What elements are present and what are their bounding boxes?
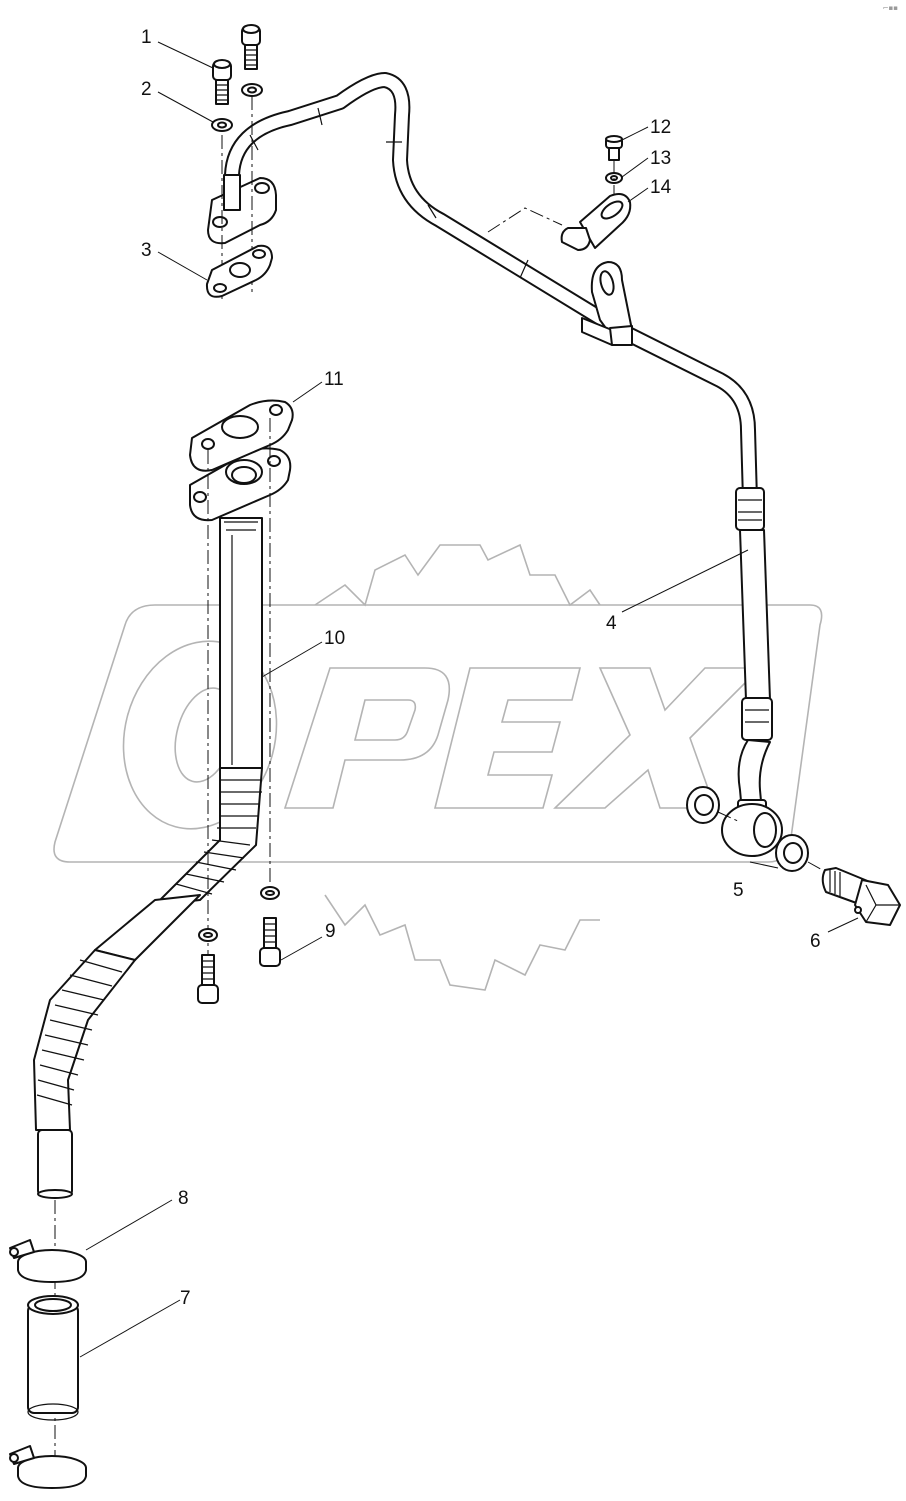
part-9-washer[interactable] [260,886,280,900]
part-12-hex-bolt[interactable] [605,135,623,161]
callout-2: 2 [141,79,152,100]
callout-11: 11 [324,369,344,390]
centerline-clip-to-pipe [487,207,563,233]
part-1-cap-screw[interactable] [212,59,232,105]
part-8-hose-clamp-second[interactable] [9,1445,87,1489]
part-2-lock-washer-second[interactable] [241,83,263,97]
watermark-letter-p [283,667,450,809]
callout-1: 1 [141,27,152,48]
callout-labels: 1 2 3 4 5 6 7 8 9 10 11 12 13 14 [141,27,821,1309]
part-5-sealing-washer-second[interactable] [775,834,809,872]
pipe-bracket [581,261,633,346]
watermark-letter-o [122,640,278,830]
oil-drain-pipe[interactable] [33,447,292,1199]
callout-4: 4 [606,613,617,634]
part-9-cap-screw[interactable] [259,917,281,967]
callout-7: 7 [180,1288,191,1309]
part-8-hose-clamp[interactable] [9,1239,87,1283]
watermark-banner [53,604,823,863]
leader-lines [79,41,859,1358]
callout-10: 10 [324,628,345,649]
callout-8: 8 [178,1188,189,1209]
callout-6: 6 [810,931,821,952]
part-7-hose-sleeve[interactable] [27,1295,79,1421]
callout-9: 9 [325,921,336,942]
part-9-cap-screw-second[interactable] [197,954,219,1004]
part-11-flange-gasket[interactable] [189,399,294,472]
part-3-flange-gasket[interactable] [205,244,273,298]
part-5-sealing-washer[interactable] [686,786,720,824]
callout-3: 3 [141,240,152,261]
watermark-letter-e [433,667,582,809]
part-6-banjo-bolt[interactable] [821,867,901,926]
hose-fitting-upper [735,487,765,531]
callout-5: 5 [733,880,744,901]
callout-13: 13 [650,148,671,169]
centerline-banjo [717,811,827,873]
part-2-lock-washer[interactable] [211,118,233,132]
part-9-washer-second[interactable] [198,928,218,942]
centerline-lower [207,418,271,1000]
part-1-cap-screw-second[interactable] [241,24,261,70]
oil-supply-pipe[interactable] [224,72,783,857]
corner-mark: ⌐▪▪ [882,4,898,12]
callout-14: 14 [650,177,672,198]
watermark-gear-outline [314,543,601,991]
watermark-letter-x [553,667,762,809]
upper-pipe-flange [207,174,277,245]
hose-fitting-lower [741,697,773,741]
flexible-hose [739,529,771,701]
part-14-p-clip[interactable] [560,193,632,251]
callout-12: 12 [650,117,671,138]
